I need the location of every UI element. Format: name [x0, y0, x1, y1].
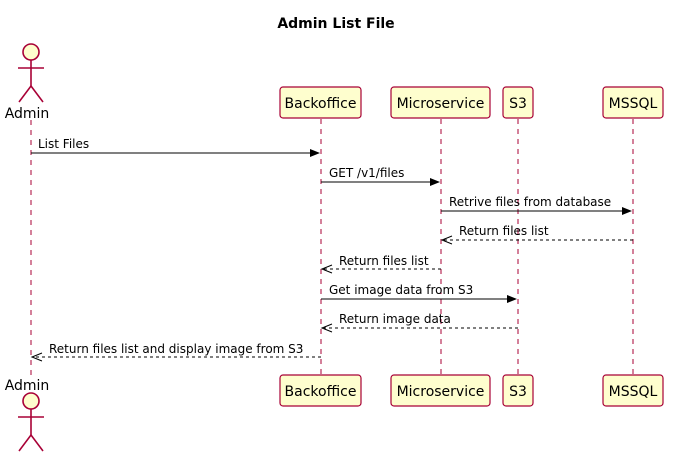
actor-head-icon: [22, 392, 40, 410]
participant-s3-label: S3: [509, 384, 527, 400]
message-label: Return files list: [339, 254, 429, 268]
actor-admin-label-bottom: Admin: [5, 378, 50, 394]
message-label: Return files list and display image from…: [49, 342, 303, 356]
participant-mssql-label: MSSQL: [609, 96, 658, 112]
message-label: Return image data: [339, 312, 451, 326]
participant-backoffice-label: Backoffice: [285, 384, 357, 400]
message-label: GET /v1/files: [329, 166, 404, 180]
actor-admin-bottom: Admin: [5, 378, 50, 452]
message-label: Retrive files from database: [449, 195, 611, 209]
participant-backoffice-bottom: Backoffice: [279, 374, 362, 407]
actor-admin-top: Admin: [5, 43, 50, 122]
participant-s3-label: S3: [509, 96, 527, 112]
message-list-files: List Files: [31, 137, 320, 157]
message-return-files-list: Return files list: [320, 254, 441, 274]
participant-backoffice-top: Backoffice: [279, 86, 362, 119]
actor-head-icon: [22, 43, 40, 61]
message-get-image-data: Get image data from S3: [321, 283, 517, 303]
participant-microservice-label: Microservice: [397, 96, 485, 112]
participant-s3-bottom: S3: [502, 374, 534, 407]
participant-microservice-top: Microservice: [390, 86, 491, 119]
participant-microservice-label: Microservice: [397, 384, 485, 400]
message-get-files: GET /v1/files: [321, 166, 440, 186]
message-label: List Files: [38, 137, 89, 151]
participant-backoffice-label: Backoffice: [285, 96, 357, 112]
diagram-title: Admin List File: [277, 16, 394, 32]
message-return-files-list-db: Return files list: [440, 224, 633, 245]
participant-mssql-label: MSSQL: [609, 384, 658, 400]
message-retrive-files: Retrive files from database: [441, 195, 632, 215]
message-label: Get image data from S3: [329, 283, 473, 297]
actor-admin-label-top: Admin: [5, 106, 50, 122]
participant-microservice-bottom: Microservice: [390, 374, 491, 407]
participant-mssql-top: MSSQL: [602, 86, 664, 119]
message-return-display: Return files list and display image from…: [30, 342, 321, 362]
participant-s3-top: S3: [502, 86, 534, 119]
message-return-image-data: Return image data: [320, 312, 518, 333]
participant-mssql-bottom: MSSQL: [602, 374, 664, 407]
message-label: Return files list: [459, 224, 549, 238]
